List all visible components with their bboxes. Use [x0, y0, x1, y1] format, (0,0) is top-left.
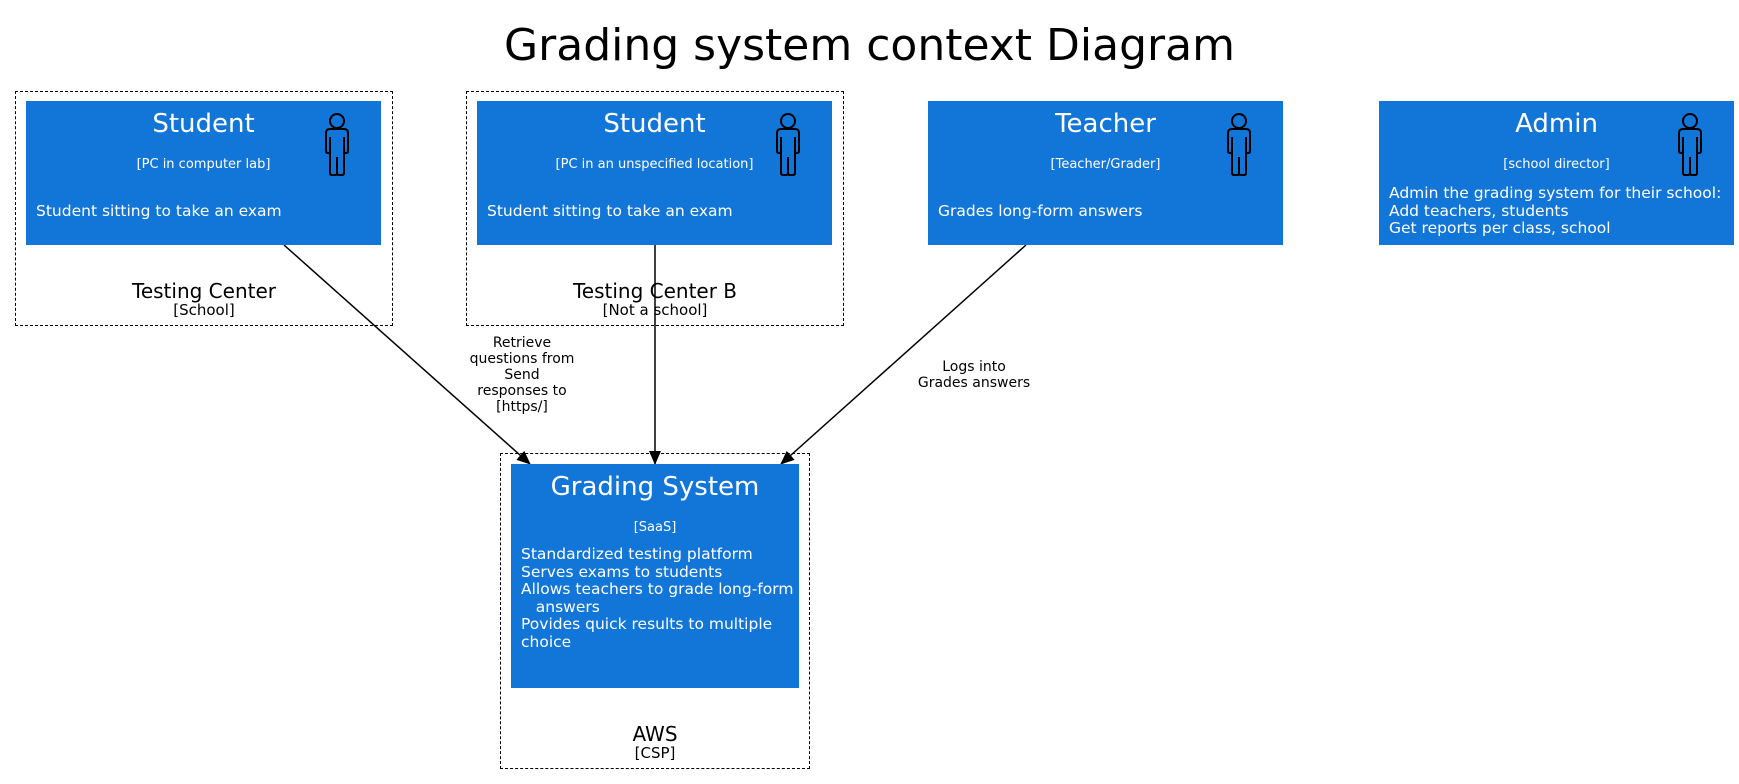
edge-label-teacher: Logs into Grades answers [914, 359, 1034, 391]
person-icon [325, 113, 349, 176]
edge-teacher-to-grading-system [780, 244, 1027, 465]
node-description: Student sitting to take an exam [487, 202, 822, 221]
diagram-title: Grading system context Diagram [504, 20, 1235, 71]
boundary-tech: [Not a school] [602, 301, 708, 319]
node-description-line: Get reports per class, school [1389, 219, 1611, 237]
boundary-tech: [CSP] [634, 744, 676, 762]
node-tech: [SaaS] [633, 520, 677, 535]
boundary-name: Testing Center [132, 279, 276, 303]
person-icon [776, 113, 800, 176]
node-description-line: Grades long-form answers [938, 202, 1143, 220]
node-description-line: Admin the grading system for their schoo… [1389, 184, 1722, 202]
node-description: Student sitting to take an exam [36, 202, 371, 221]
edge-label-line: Retrieve [492, 335, 552, 351]
boundary-name: AWS [632, 722, 678, 746]
node-admin[interactable]: Admin [school director] Admin the gradin… [1379, 101, 1734, 245]
node-grading-system[interactable]: Grading System [SaaS] Standardized testi… [511, 464, 799, 688]
edge-student-lab-to-grading-system [283, 244, 531, 465]
node-tech: [Teacher/Grader] [1050, 157, 1161, 172]
node-tech: [PC in computer lab] [136, 157, 271, 172]
boundary-name: Testing Center B [572, 279, 738, 303]
node-description: Standardized testing platform Serves exa… [521, 545, 794, 651]
person-icon [1678, 113, 1702, 176]
node-student-unspecified[interactable]: Student [PC in an unspecified location] … [477, 101, 832, 245]
node-description-line: answers [521, 597, 600, 616]
node-description-line: Student sitting to take an exam [36, 202, 282, 220]
edge-label-line: [https/] [496, 399, 548, 415]
node-teacher[interactable]: Teacher [Teacher/Grader] Grades long-for… [928, 101, 1283, 245]
node-tech: [PC in an unspecified location] [555, 157, 754, 172]
node-description-line: Serves exams to students [521, 562, 723, 581]
edge-label-line: Logs into [942, 359, 1006, 375]
node-description-line: Student sitting to take an exam [487, 202, 733, 220]
person-icon [1227, 113, 1251, 176]
node-description-line: choice [521, 632, 572, 651]
node-name: Student [603, 109, 706, 139]
boundary-tech: [School] [173, 301, 235, 319]
node-description-line: Allows teachers to grade long-form [521, 580, 794, 598]
node-name: Admin [1515, 109, 1598, 139]
node-tech: [school director] [1503, 157, 1610, 172]
edge-label-line: responses to [477, 383, 567, 399]
edge-label-line: Grades answers [917, 375, 1031, 391]
boundary-aws: AWS [CSP] [500, 453, 810, 769]
edge-label-line: Send [504, 367, 540, 383]
boundary-testing-center-b: Testing Center B [Not a school] [466, 91, 844, 326]
node-description: Grades long-form answers [938, 202, 1273, 221]
node-name: Grading System [550, 472, 760, 502]
node-student-lab[interactable]: Student [PC in computer lab] Student sit… [26, 101, 381, 245]
edge-label-student-lab: Retrieve questions from Send responses t… [462, 335, 582, 415]
node-name: Teacher [1055, 109, 1156, 139]
node-description-line: Add teachers, students [1389, 201, 1569, 220]
edge-label-line: questions from [469, 351, 575, 367]
node-description-line: Standardized testing platform [521, 545, 753, 563]
node-name: Student [152, 109, 255, 139]
boundary-testing-center: Testing Center [School] [15, 91, 393, 326]
node-description-line: Povides quick results to multiple [521, 615, 773, 633]
node-description: Admin the grading system for their schoo… [1389, 184, 1724, 238]
